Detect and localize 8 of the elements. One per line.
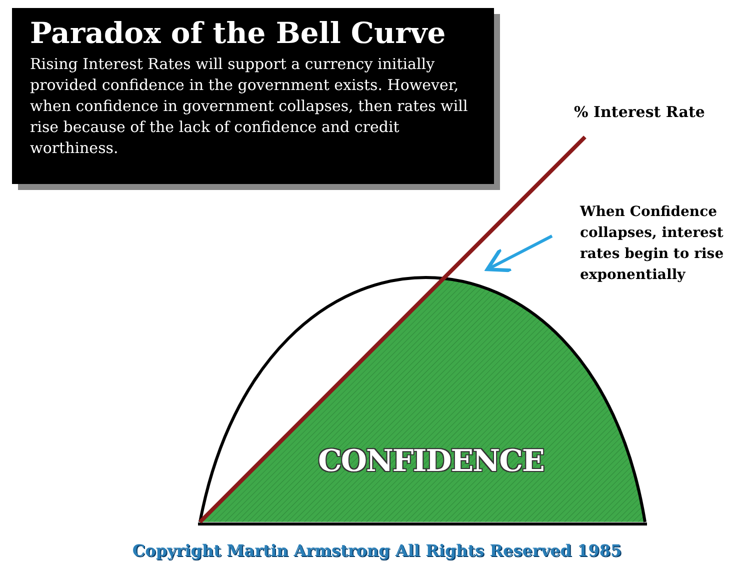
callout-text: When Confidence collapses, interest rates begin to rise exponentially xyxy=(580,203,725,285)
text-panel xyxy=(12,8,494,184)
pointer-arrow xyxy=(486,234,553,272)
copyright-note: Copyright Martin Armstrong All Rights Reserved 1985 xyxy=(131,541,623,560)
axis-label: % Interest Rate xyxy=(574,103,705,121)
area-label: CONFIDENCE xyxy=(318,444,544,479)
panel-heading: Paradox of the Bell Curve xyxy=(30,15,447,52)
panel-body-text: Rising Interest Rates will support a currency initially provided confidence in the government exists. However, when confidence in government collapses, then rates will rise because of the lack of confidence and credit worthiness. xyxy=(30,54,469,159)
